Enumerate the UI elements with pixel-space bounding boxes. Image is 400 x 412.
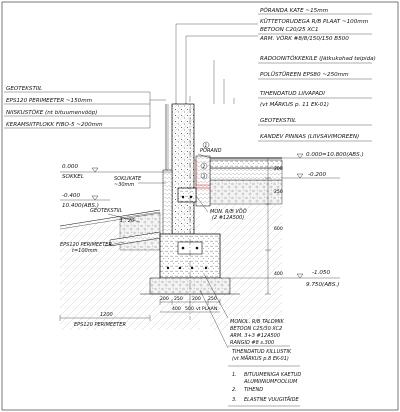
ground-fill-right [210,204,282,330]
floor-eps [209,167,283,181]
level-outside-step: -0.400 10.400(ABS.) [60,193,110,209]
level-footing: -1.050 9.750(ABS.) [230,270,340,288]
dim-1200: 1200 [100,312,113,318]
dim-bottom-3: 200 [192,296,201,302]
label-bottom-eps: EPS120 PERIMEETER [74,322,126,328]
level-outside-top-value: 0.000 [62,164,78,170]
vert-dim-2: 250 [274,189,283,195]
floor-layer-5: RADOONITÕKKEKILE (Jätkukohad teipida) [260,55,376,62]
paving-slope [59,209,161,227]
floor-layer-10: KANDEV PINNAS (LIIVSAVIMOREEN) [260,134,359,140]
vert-dim-3: 600 [274,226,283,232]
wall-layer-2: EPS120 PERIMEETER ~150mm [6,98,93,104]
floor-layer-9: GEOTEKSTIIL [260,118,296,124]
label-vool-1: MON. R/B VÖÖ [210,208,247,215]
label-eps-perim-2: t=100mm [72,248,98,254]
legend-text-1b: ALUMIINIUMFOOLIUM [243,379,298,385]
callout-markers: 1 2 3 [200,141,210,180]
callout-2: 2 [202,164,205,170]
legend: 1. BITUUMENIGA KAETUD ALUMIINIUMFOOLIUM … [228,365,301,407]
floor-layer-1: PÕRANDA KATE ~15mm [260,7,329,14]
legend-text-3: ELASTNE VUUGITÄIDE [244,396,300,403]
level-floor: 0.000=10.800(ABS.) [282,152,364,159]
floor-layer-3: BETOON C20/25 XC1 [260,27,319,33]
dim-bottom-6: 500 [185,306,194,312]
vert-dim-1: 200 [274,166,283,172]
label-porand: PÕRAND [200,147,222,154]
level-outside-label: SOKKEL [62,174,84,180]
level-footing-abs: 9.750(ABS.) [306,282,339,288]
vert-dim-4: 400 [274,271,283,277]
sand-note-2: (vt MÄRKUS p.8 EK-01) [232,355,289,362]
horizontal-dimensions: 200 250 200 250 400 500 vt PLAAN [159,296,221,313]
label-slope: 1 : 20 [120,218,134,224]
seal-line [194,159,210,186]
level-outside-abs: 10.400(ABS.) [62,203,99,209]
footing-note-2: BETOON C25/30 XC2 [230,326,282,332]
legend-num-2: 2. [232,387,237,393]
wall-layer-4: KERAMSIITPLOKK FIBO-5 ~200mm [6,122,103,128]
ring-beam [177,187,197,203]
label-soklikate-1: SOKLIKATE [114,176,142,182]
footing-notes: MONOL. R/B TALDMIK BETOON C25/30 XC2 ARM… [199,273,292,362]
footing-note-3: ARM. 3+3 #12A500 [229,333,280,339]
floor-layers-list: PÕRANDA KATE ~15mm KÜTTETORUDEGA R/B PLA… [175,7,376,142]
floor-slab [209,159,283,169]
level-floor-under-value: -0.200 [308,172,326,178]
level-floor-under: -0.200 [282,172,340,179]
floor-layer-8: (vt MÄRKUS p. 11 EK-01) [260,101,329,108]
callout-1: 1 [204,143,207,149]
level-footing-value: -1.050 [312,270,330,276]
label-eps-perim-1: EPS120 PERIMEETER [60,242,112,248]
dim-bottom-7: vt PLAAN [196,306,217,312]
dim-bottom-2: 250 [174,296,183,302]
dim-bottom-4: 250 [208,296,217,302]
footing-note-4: RANGID #8 s.300 [230,340,274,346]
sand-pad [209,179,283,205]
floor-layer-7: TIHENDATUD LIIVAPADI [260,91,325,97]
block-wall [171,103,195,235]
footing-note-1: MONOL. R/B TALDMIK [230,319,285,325]
legend-text-2: TIHEND [244,387,263,393]
wall-layer-1: GEOTEKSTIIL [6,86,42,92]
legend-num-3: 3. [232,397,237,403]
wall-layers-list: GEOTEKSTIIL EPS120 PERIMEETER ~150mm NII… [4,86,166,129]
level-outside-step-value: -0.400 [62,193,80,199]
level-floor-value: 0.000=10.800(ABS.) [306,152,364,158]
legend-num-1: 1. [232,372,237,378]
label-geotekstiil-left: GEOTEKSTIIL [90,208,123,214]
label-soklikate-2: ~30mm [114,182,134,188]
label-vool-2: (2 #12A500) [212,215,244,221]
sand-note-1: TIHENDATUD KILLUSTIK [232,349,292,355]
legend-text-1: BITUUMENIGA KAETUD [244,372,301,378]
floor-layer-6: POLÜSTÜREEN EPS80 ~250mm [260,71,349,78]
wall-layer-3: NIISKUSTÕKE (nt bituumenvööp) [6,109,97,116]
callout-3: 3 [202,174,205,180]
floor-layer-2: KÜTTETORUDEGA R/B PLAAT ~100mm [260,18,369,25]
dim-bottom-1: 200 [160,296,169,302]
level-outside-top: 0.000 SOKKEL [60,164,172,180]
vertical-dimensions: 200 250 600 400 [265,157,283,295]
dim-bottom-5: 400 [172,306,181,312]
floor-layer-4: ARM. VÕRK #8/8/150/150 B500 [259,35,349,42]
